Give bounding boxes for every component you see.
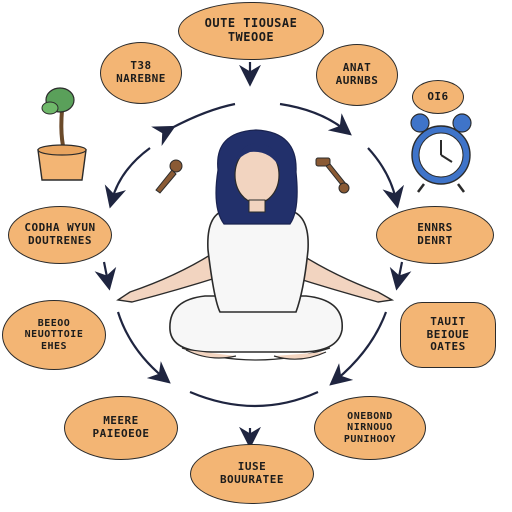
bubble-lower-right-line-2: BEIOUE bbox=[426, 327, 470, 341]
arc-arrow-left bbox=[104, 147, 151, 209]
bubble-clock-label: OI6 bbox=[412, 80, 464, 114]
arc-arrow-bottom bbox=[189, 390, 319, 408]
bubble-upper-left-line-2: NAREBNE bbox=[116, 72, 166, 85]
key-icon-right bbox=[315, 157, 350, 194]
bubble-bottom-left-line-1: MEERE bbox=[103, 414, 139, 428]
bubble-upper-left: T38 NAREBNE bbox=[100, 42, 182, 104]
bubble-top-line-2: TWEOOE bbox=[227, 30, 275, 44]
arc-arrow-mid-left bbox=[94, 261, 117, 291]
bubble-upper-right: ANAT AURNBS bbox=[316, 44, 398, 106]
bubble-bottom: IUSE BOUURATEE bbox=[190, 444, 314, 504]
arc-arrow-lower-left bbox=[116, 311, 171, 384]
bubble-mid-right-line-1: ENNRS bbox=[417, 221, 453, 235]
bubble-bottom-right-line-1: ONEBOND bbox=[347, 410, 393, 422]
bubble-bottom-right-line-3: PUNIHOOY bbox=[343, 433, 397, 445]
key-icon bbox=[155, 159, 183, 194]
bubble-lower-left-line-3: EHES bbox=[40, 340, 68, 352]
bubble-bottom-line-2: BOUURATEE bbox=[219, 473, 285, 486]
bubble-lower-right: TAUIT BEIOUE OATES bbox=[400, 302, 496, 368]
arc-arrow-lower-right bbox=[329, 311, 388, 386]
bubble-upper-right-line-1: ANAT bbox=[342, 61, 372, 75]
bubble-mid-left-line-1: CODHA WYUN bbox=[24, 221, 96, 235]
bubble-mid-left: CODHA WYUN DOUTRENES bbox=[8, 206, 112, 264]
bubble-lower-right-line-1: TAUIT bbox=[430, 315, 466, 329]
arc-arrow-mid-right bbox=[389, 261, 412, 291]
bubble-mid-right-line-2: DENRT bbox=[417, 234, 453, 247]
bubble-mid-right: ENNRS DENRT bbox=[376, 206, 494, 264]
bubble-lower-left: BEEOO NEUOTTOIE EHES bbox=[2, 300, 106, 370]
bubble-mid-left-line-2: DOUTRENES bbox=[27, 234, 93, 247]
alarm-clock-icon bbox=[410, 113, 472, 193]
bubble-top: OUTE TIOUSAE TWEOOE bbox=[178, 2, 324, 60]
bubble-lower-left-line-1: BEEOO bbox=[37, 317, 71, 329]
meditating-person-icon bbox=[116, 129, 395, 361]
bubble-upper-right-line-2: AURNBS bbox=[335, 74, 379, 87]
bubble-bottom-left: MEERE PAIEOEOE bbox=[64, 396, 178, 460]
bubble-bottom-right-line-2: NIRNOUO bbox=[347, 422, 393, 434]
arc-arrow-top-right bbox=[279, 102, 352, 136]
bubble-lower-right-line-3: OATES bbox=[430, 340, 466, 354]
arc-arrow-top-left bbox=[151, 102, 236, 146]
bubble-bottom-right: ONEBOND NIRNOUO PUNIHOOY bbox=[314, 396, 426, 460]
arc-arrow-right bbox=[367, 147, 404, 209]
bubble-top-line-1: OUTE TIOUSAE bbox=[204, 16, 298, 31]
plant-pot-icon bbox=[37, 87, 87, 181]
bubble-clock-label-line-1: OI6 bbox=[427, 89, 449, 103]
bubble-bottom-left-line-2: PAIEOEOE bbox=[92, 427, 150, 440]
cycle-arrows bbox=[94, 62, 412, 449]
bubble-upper-left-line-1: T38 bbox=[130, 59, 152, 73]
bubble-lower-left-line-2: NEUOTTOIE bbox=[24, 329, 84, 341]
bubble-bottom-line-1: IUSE bbox=[237, 460, 267, 474]
